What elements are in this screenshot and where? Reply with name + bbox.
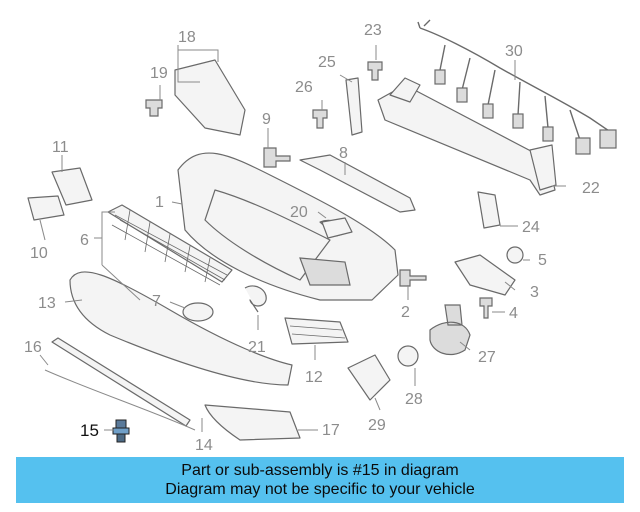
callout-25: 25 <box>318 54 336 71</box>
callout-5: 5 <box>538 252 547 269</box>
callout-7: 7 <box>152 293 161 310</box>
washer-5-icon <box>506 246 524 264</box>
tow-hook-cap <box>244 285 267 313</box>
callout-15-highlighted: 15 <box>80 421 99 440</box>
molding-strip-14 <box>44 369 196 431</box>
leader-lines <box>39 45 566 432</box>
sensor-ring-28-icon <box>397 345 419 367</box>
screw-15-icon[interactable] <box>112 419 130 443</box>
fog-lamp-grille <box>284 317 349 345</box>
callout-3: 3 <box>530 284 539 301</box>
callout-6: 6 <box>80 232 89 249</box>
clip-19-icon <box>145 99 163 117</box>
callout-23: 23 <box>364 22 382 39</box>
callout-18: 18 <box>178 29 196 46</box>
bracket-24 <box>477 191 501 229</box>
license-plate-bracket <box>174 59 246 136</box>
bolt-26-icon <box>312 109 328 129</box>
callout-27: 27 <box>478 349 496 366</box>
callout-8: 8 <box>339 145 348 162</box>
bolt-2-icon <box>399 269 427 287</box>
upper-retainer <box>299 154 416 213</box>
sensor-holder-29 <box>347 354 391 401</box>
banner-line-part: Part or sub-assembly is #15 in diagram <box>181 462 459 479</box>
callout-17: 17 <box>322 422 340 439</box>
callout-2: 2 <box>401 304 410 321</box>
callout-22: 22 <box>582 180 600 197</box>
molding-strip-16 <box>51 337 191 427</box>
callout-24: 24 <box>522 219 540 236</box>
callout-11: 11 <box>52 139 69 156</box>
callout-19: 19 <box>150 65 168 82</box>
bolt-4-icon <box>479 297 493 319</box>
callout-16: 16 <box>24 339 42 356</box>
lower-grille <box>107 204 233 286</box>
callout-12: 12 <box>305 369 323 386</box>
cover-20 <box>321 217 353 239</box>
callout-28: 28 <box>405 391 423 408</box>
callout-14: 14 <box>195 437 213 454</box>
bumper-reinforcement <box>377 77 557 196</box>
banner-line-disclaimer: Diagram may not be specific to your vehi… <box>165 481 475 498</box>
callout-labels: 1 2 3 4 5 6 7 8 9 10 11 12 13 14 15 16 1… <box>24 22 600 454</box>
callout-1: 1 <box>155 194 164 211</box>
side-sensor-10 <box>27 195 65 221</box>
callout-21: 21 <box>248 339 266 356</box>
bolt-9-icon <box>263 147 291 168</box>
wiring-harness <box>417 19 617 155</box>
callout-20: 20 <box>290 204 308 221</box>
lower-trim-17 <box>204 404 301 441</box>
mounting-bracket <box>345 77 363 136</box>
info-banner: Part or sub-assembly is #15 in diagram D… <box>16 457 624 503</box>
callout-13: 13 <box>38 295 56 312</box>
fog-grille-lines <box>289 325 346 339</box>
exploded-parts-diagram: 1 2 3 4 5 6 7 8 9 10 11 12 13 14 15 16 1… <box>24 19 617 454</box>
callout-30: 30 <box>505 43 523 60</box>
callout-4: 4 <box>509 305 518 322</box>
bumper-cover <box>177 152 399 301</box>
parking-sensor-27 <box>429 304 471 355</box>
bolt-23-icon <box>367 61 383 81</box>
callout-26: 26 <box>295 79 313 96</box>
callout-10: 10 <box>30 245 48 262</box>
emblem-7 <box>182 302 214 322</box>
callout-9: 9 <box>262 111 271 128</box>
side-bracket-11 <box>51 167 93 206</box>
callout-29: 29 <box>368 417 386 434</box>
bracket-3 <box>454 254 516 296</box>
